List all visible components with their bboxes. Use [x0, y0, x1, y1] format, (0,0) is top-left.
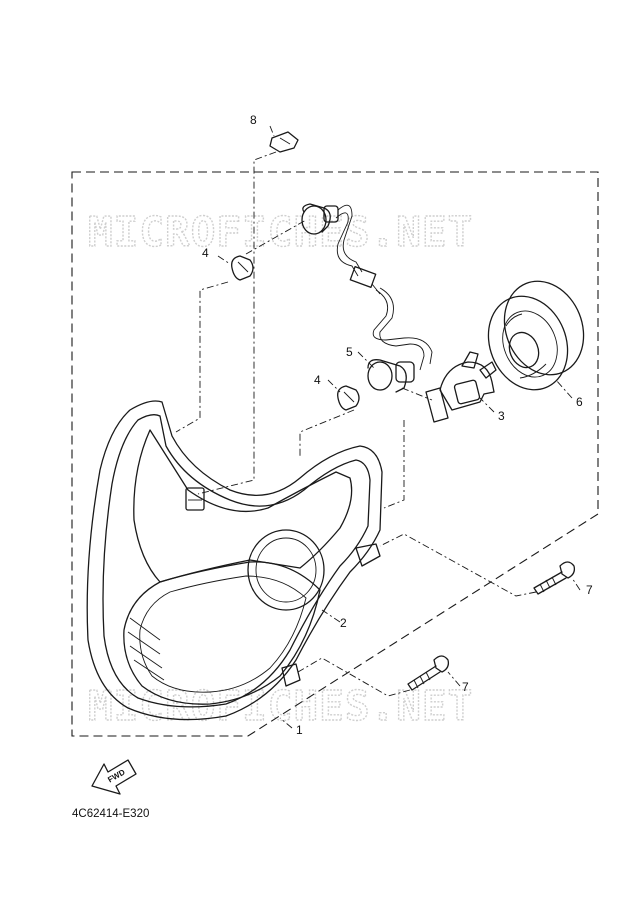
- callout-1: 1: [296, 723, 303, 737]
- screw-upper: [533, 561, 576, 595]
- callout-3: 3: [498, 409, 505, 423]
- wedge-bulb-lower: [337, 385, 360, 411]
- fwd-arrow-icon: FWD: [91, 759, 137, 795]
- watermark-bottom: MICROFICHES.NET: [88, 682, 473, 730]
- leader-lines: [175, 125, 581, 729]
- watermark-top: MICROFICHES.NET: [88, 208, 473, 256]
- bulb-cover: [487, 280, 585, 391]
- callout-4-upper: 4: [202, 246, 209, 260]
- callout-6: 6: [576, 395, 583, 409]
- callout-4-lower: 4: [314, 373, 321, 387]
- callout-7-upper: 7: [586, 583, 593, 597]
- headlight-bulb: [425, 351, 497, 423]
- callout-8: 8: [250, 113, 257, 127]
- wedge-bulb-upper: [231, 255, 254, 281]
- callout-7-lower: 7: [462, 680, 469, 694]
- assembly-boundary: [71, 171, 599, 737]
- wiring-harness: [301, 203, 433, 393]
- screw-lower: [407, 655, 450, 691]
- callout-5: 5: [346, 345, 353, 359]
- mounting-clip: [269, 131, 299, 153]
- diagram-code: 4C62414-E320: [72, 808, 149, 820]
- headlight-housing: [86, 400, 383, 721]
- callout-2: 2: [340, 616, 347, 630]
